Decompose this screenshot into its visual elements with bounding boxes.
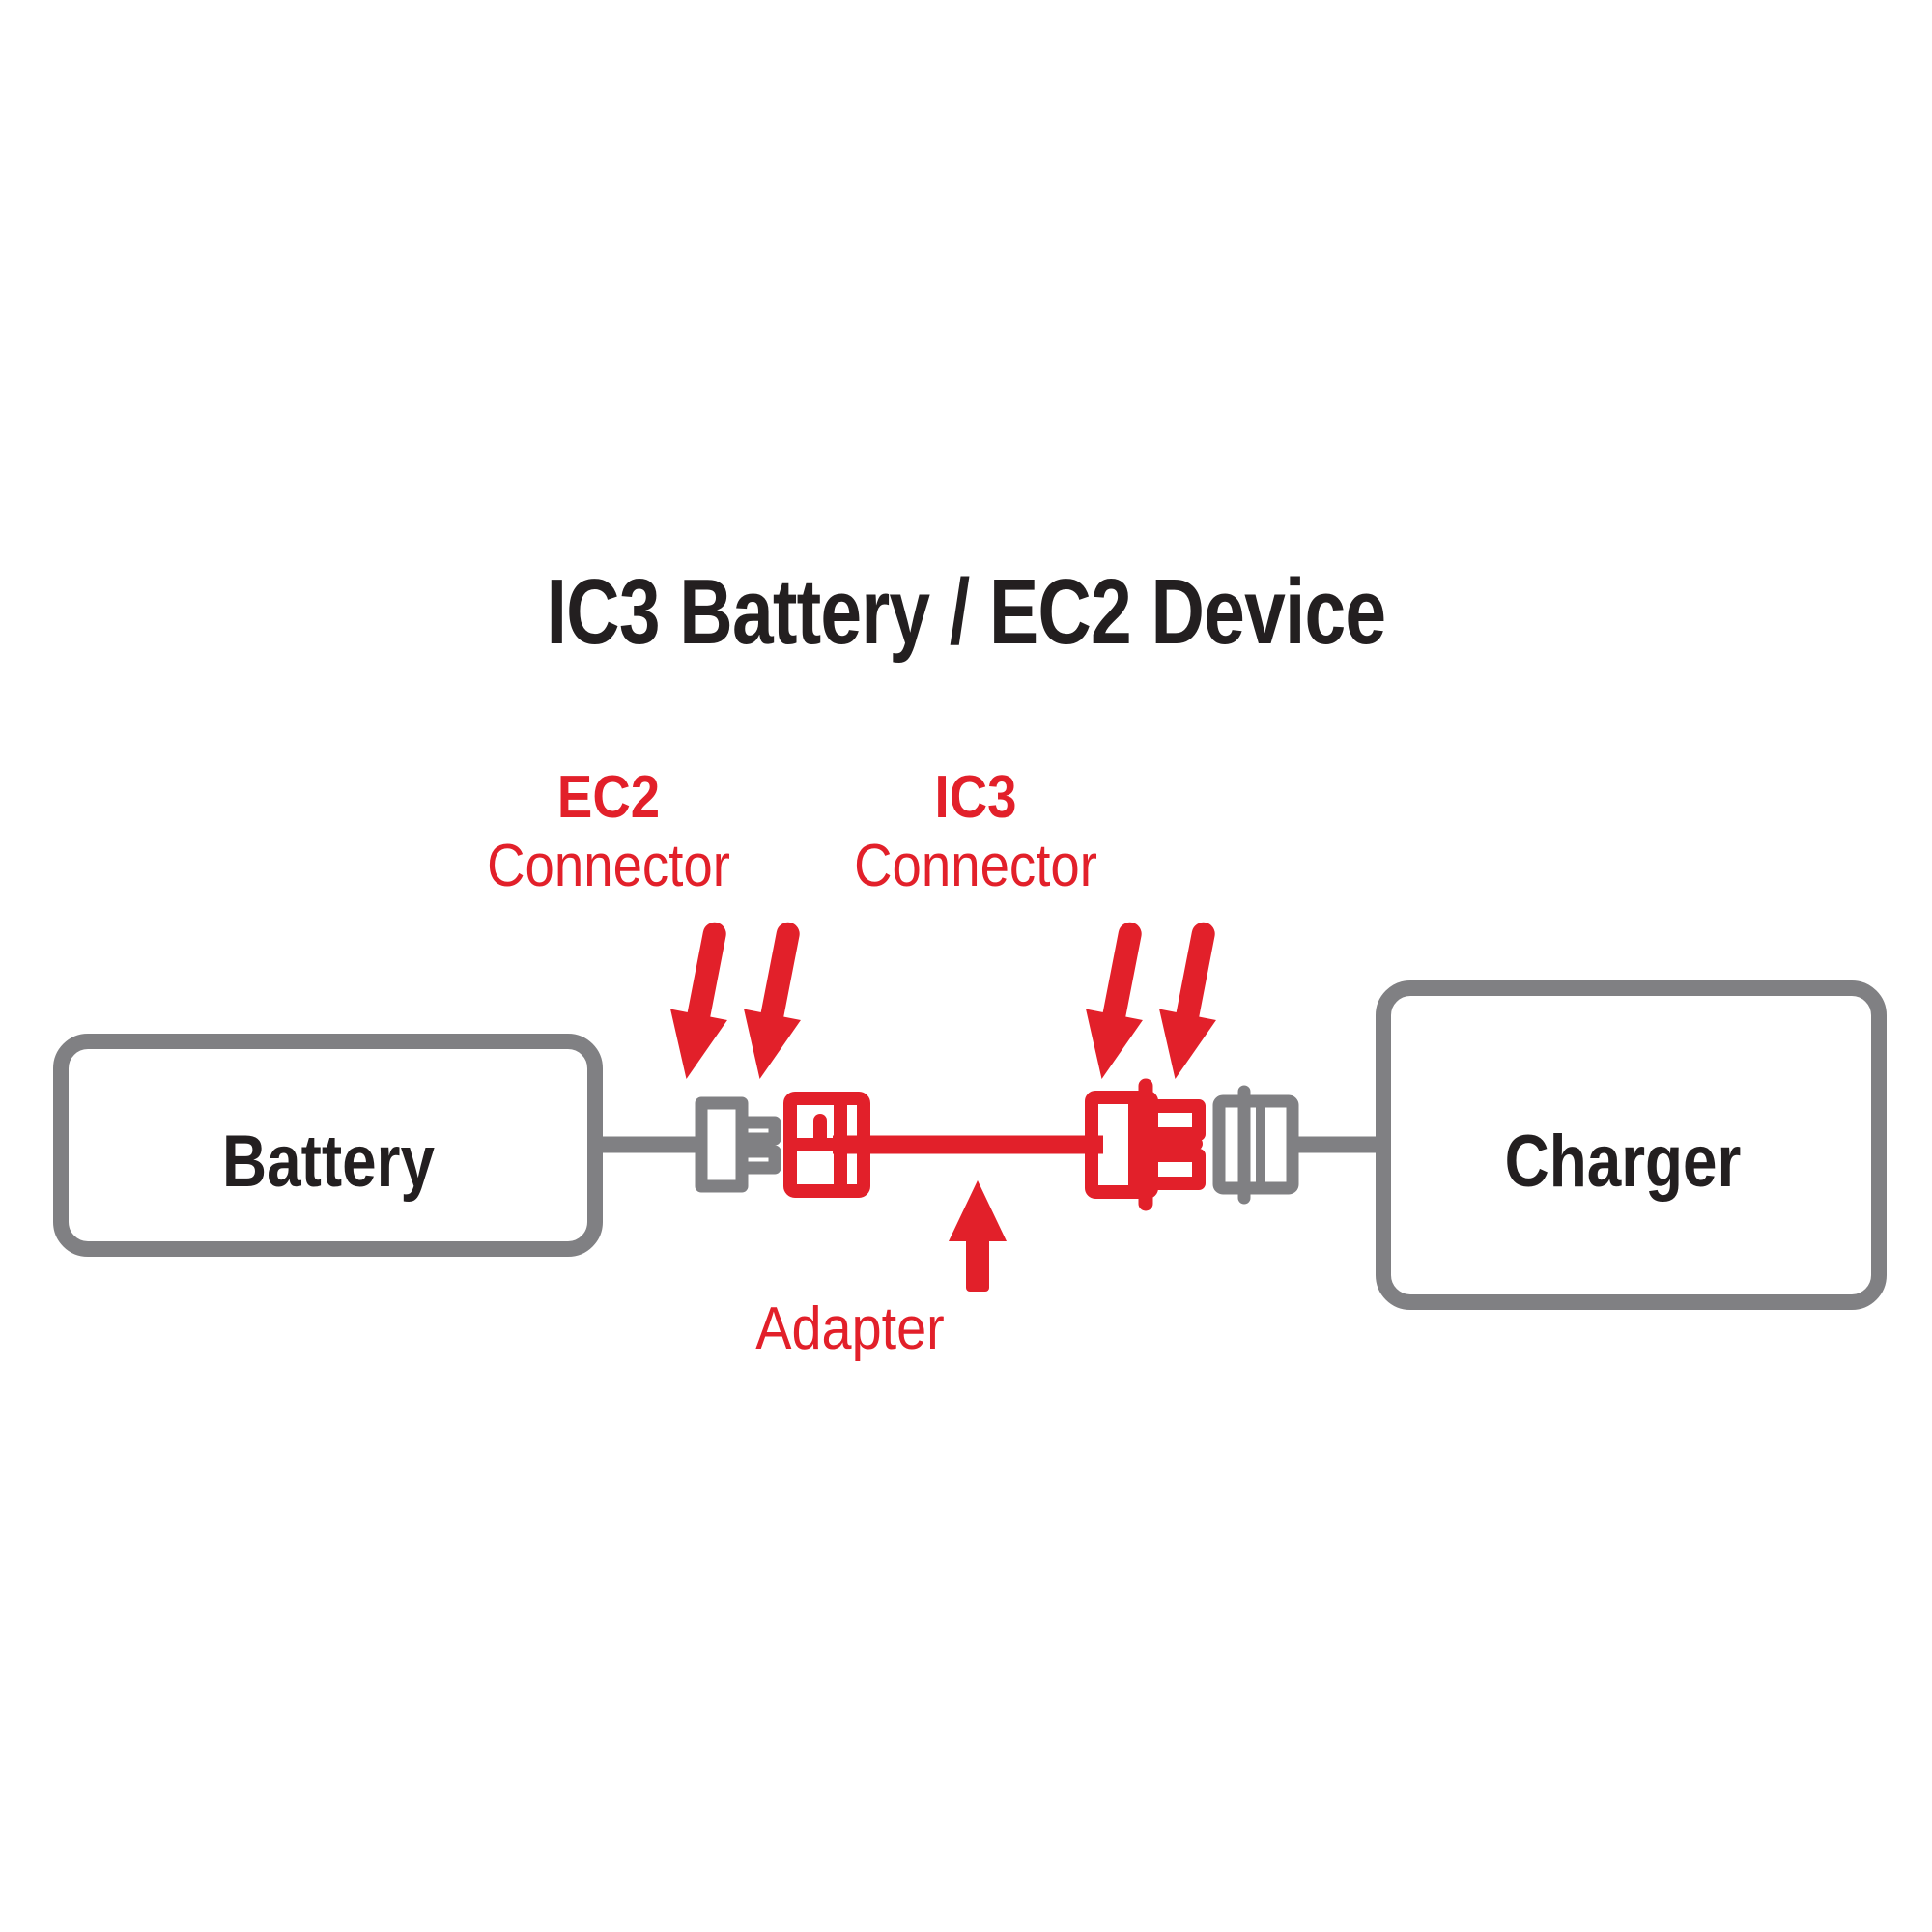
battery-box-label: Battery xyxy=(221,1121,435,1203)
charger-box-label: Charger xyxy=(1504,1121,1742,1203)
ec2-arrow-left-icon xyxy=(670,922,727,1079)
adapter-arrow-shaft xyxy=(966,1232,989,1292)
page-title: IC3 Battery / EC2 Device xyxy=(546,560,1386,664)
ic3-female-socket-icon[interactable] xyxy=(1212,1085,1299,1205)
callout-ec2-line2: Connector xyxy=(487,833,730,899)
ic3-male-plug-icon[interactable] xyxy=(1085,1078,1206,1211)
ec2-female-socket-icon[interactable] xyxy=(783,1092,870,1198)
ec2-arrow-right-icon xyxy=(744,922,801,1079)
ec2-male-plug-icon[interactable] xyxy=(695,1096,781,1193)
ic3-arrow-right-icon xyxy=(1159,922,1216,1079)
adapter-callout-arrow xyxy=(949,1180,1007,1292)
callout-ic3-connector: IC3 Connector xyxy=(782,768,1169,896)
battery-box[interactable] xyxy=(53,1034,603,1257)
adapter-arrow-head-icon xyxy=(949,1180,1007,1241)
ec2-callout-arrows xyxy=(670,922,801,1079)
callout-ic3-line2: Connector xyxy=(854,833,1097,899)
callout-ec2-line1: EC2 xyxy=(556,764,661,831)
ic3-callout-arrows xyxy=(1086,922,1216,1079)
callout-adapter-label: Adapter xyxy=(755,1295,945,1362)
charger-box[interactable] xyxy=(1376,980,1887,1310)
callout-ec2-connector: EC2 Connector xyxy=(415,768,802,896)
callout-ic3-line1: IC3 xyxy=(934,764,1017,831)
ic3-arrow-left-icon xyxy=(1086,922,1143,1079)
